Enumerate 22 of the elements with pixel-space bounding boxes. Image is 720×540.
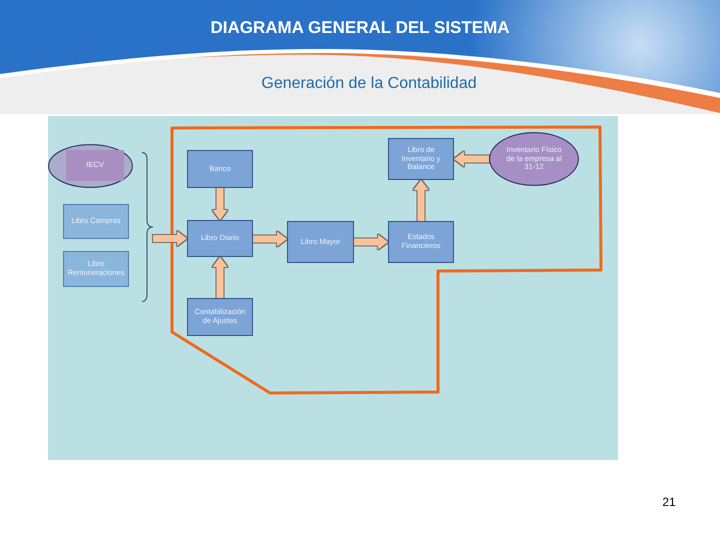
process-box (187, 220, 253, 257)
tag-box (66, 150, 124, 181)
block-arrow (454, 152, 489, 166)
slide-title: DIAGRAMA GENERAL DEL SISTEMA (210, 18, 510, 38)
block-arrow (212, 257, 228, 298)
process-box (388, 221, 454, 263)
block-arrow (253, 232, 287, 246)
subtitle: Generación de la Contabilidad (261, 74, 477, 94)
process-box (187, 298, 253, 336)
block-arrow (354, 234, 388, 250)
process-box (187, 150, 253, 188)
process-box (388, 138, 454, 180)
ellipse-node (48, 144, 133, 188)
page-number: 21 (662, 495, 676, 510)
process-box (63, 204, 129, 239)
block-arrow (414, 180, 428, 221)
block-arrow (153, 231, 187, 246)
block-arrow (212, 188, 228, 220)
ellipse-node (489, 132, 579, 186)
process-box (63, 251, 129, 287)
process-box (287, 221, 354, 263)
curly-brace (142, 152, 153, 302)
